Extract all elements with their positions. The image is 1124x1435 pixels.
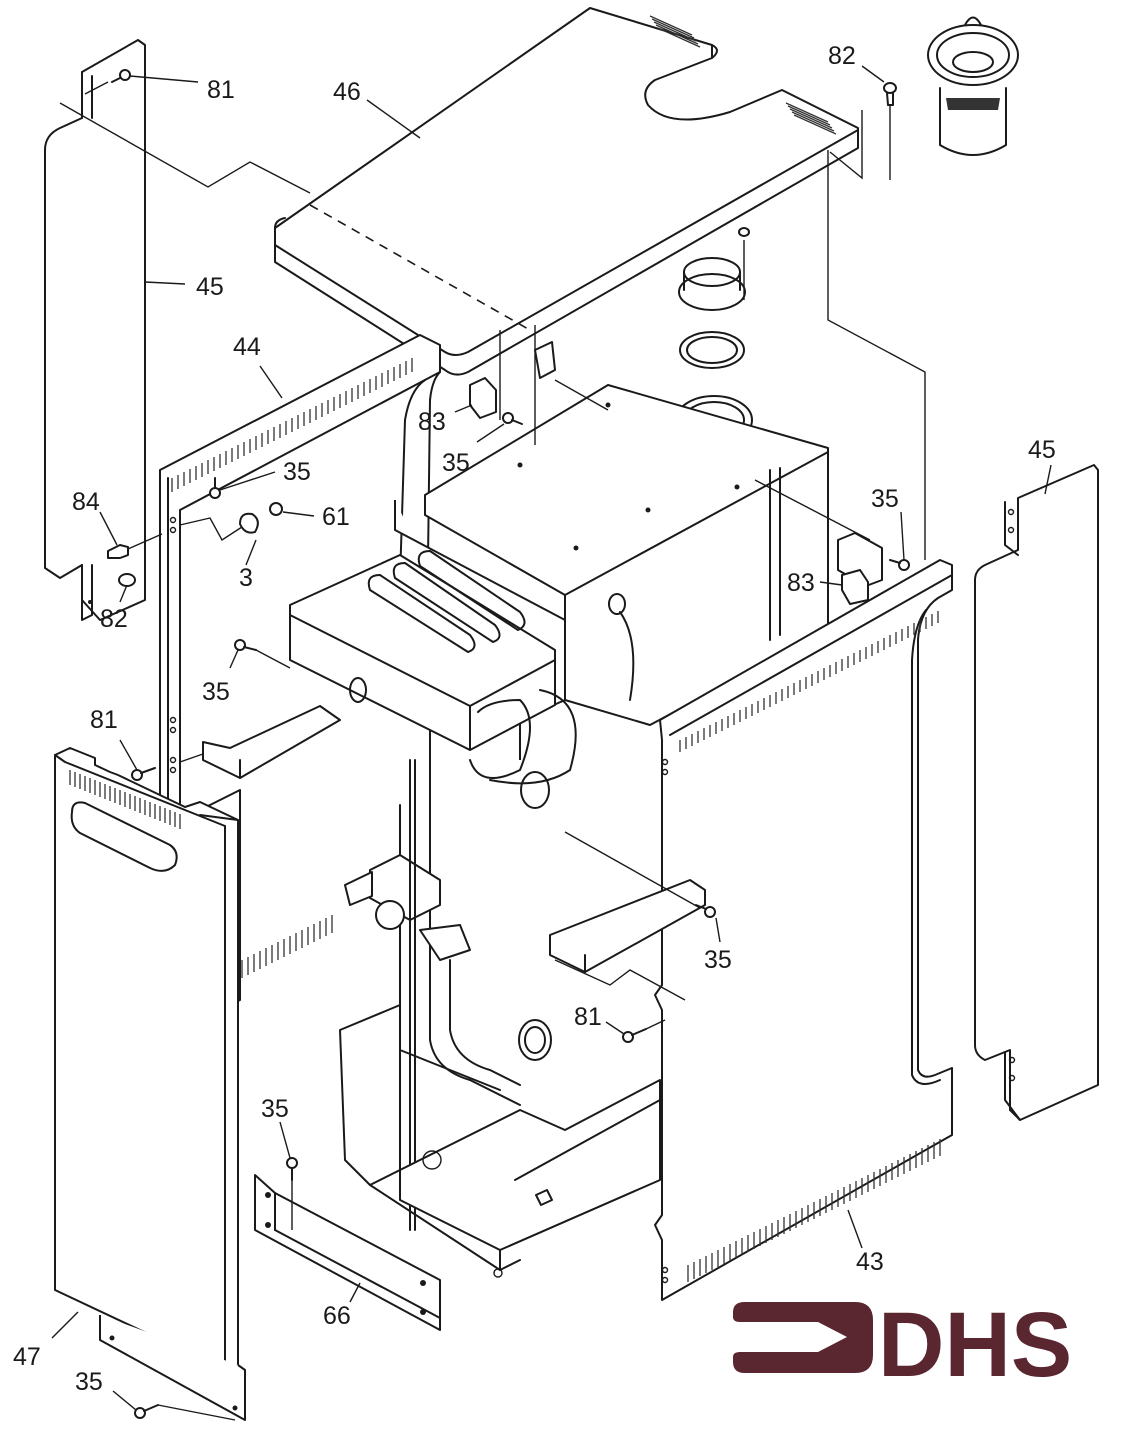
burner-box — [289, 550, 577, 785]
callout-labels: 81 46 82 45 44 83 35 84 35 61 3 82 35 81… — [13, 42, 1056, 1396]
flue-adaptor — [927, 16, 1019, 156]
lower-frame — [339, 1004, 661, 1278]
front-door-panel-47 — [54, 747, 246, 1421]
callout-35-left-top: 35 — [283, 458, 311, 486]
callout-61: 61 — [322, 503, 350, 531]
callout-66: 66 — [323, 1302, 351, 1330]
dhs-logo-arrow-mark — [733, 1302, 873, 1373]
fasteners — [107, 69, 910, 1421]
right-panel-top-grille — [679, 611, 939, 752]
door-grille — [69, 770, 181, 829]
callout-45-right: 45 — [1028, 436, 1056, 464]
callout-81-left: 81 — [90, 706, 118, 734]
callout-35-right-lower: 35 — [704, 946, 732, 974]
callout-83-right: 83 — [787, 569, 815, 597]
callout-35-upper: 35 — [442, 449, 470, 477]
callout-46: 46 — [333, 78, 361, 106]
callout-81-top: 81 — [207, 76, 235, 104]
dhs-logo: DHS — [733, 1294, 1072, 1396]
top-cover-46 — [274, 7, 859, 376]
right-trim-panel-45 — [974, 464, 1099, 1121]
top-cover-grille-right — [785, 102, 837, 135]
heat-exchanger-body — [424, 384, 829, 726]
left-panel-grille — [171, 358, 413, 978]
top-cover-grille-left — [649, 15, 701, 48]
plug-82-top — [883, 82, 897, 180]
gas-valve — [344, 759, 521, 1231]
callout-35-right: 35 — [871, 485, 899, 513]
callout-81-right: 81 — [574, 1003, 602, 1031]
callout-84: 84 — [72, 488, 100, 516]
callout-45-left: 45 — [196, 273, 224, 301]
right-side-panel-43 — [654, 559, 953, 1301]
clip-brackets-83-right — [837, 532, 883, 605]
callout-44: 44 — [233, 333, 261, 361]
callout-43: 43 — [856, 1248, 884, 1276]
middle-bracket-right — [549, 879, 706, 973]
left-trim-panel-45 — [44, 39, 146, 621]
callout-35-mid-left: 35 — [202, 678, 230, 706]
callout-83-upper: 83 — [418, 408, 446, 436]
dhs-logo-text: DHS — [878, 1294, 1072, 1396]
callout-35-bottom-bracket: 35 — [261, 1095, 289, 1123]
callout-82-left: 82 — [100, 605, 128, 633]
leader-lines — [51, 65, 1052, 1411]
callout-3: 3 — [239, 564, 253, 592]
callout-82-top: 82 — [828, 42, 856, 70]
callout-35-bottom: 35 — [75, 1368, 103, 1396]
callout-47: 47 — [13, 1343, 41, 1371]
clip-bracket-83-upper — [469, 341, 556, 419]
small-bracket-left — [202, 705, 341, 779]
bottom-bracket-66 — [254, 1174, 441, 1331]
chassis-ports — [518, 771, 552, 1061]
right-panel-bottom-grille — [687, 1139, 941, 1282]
